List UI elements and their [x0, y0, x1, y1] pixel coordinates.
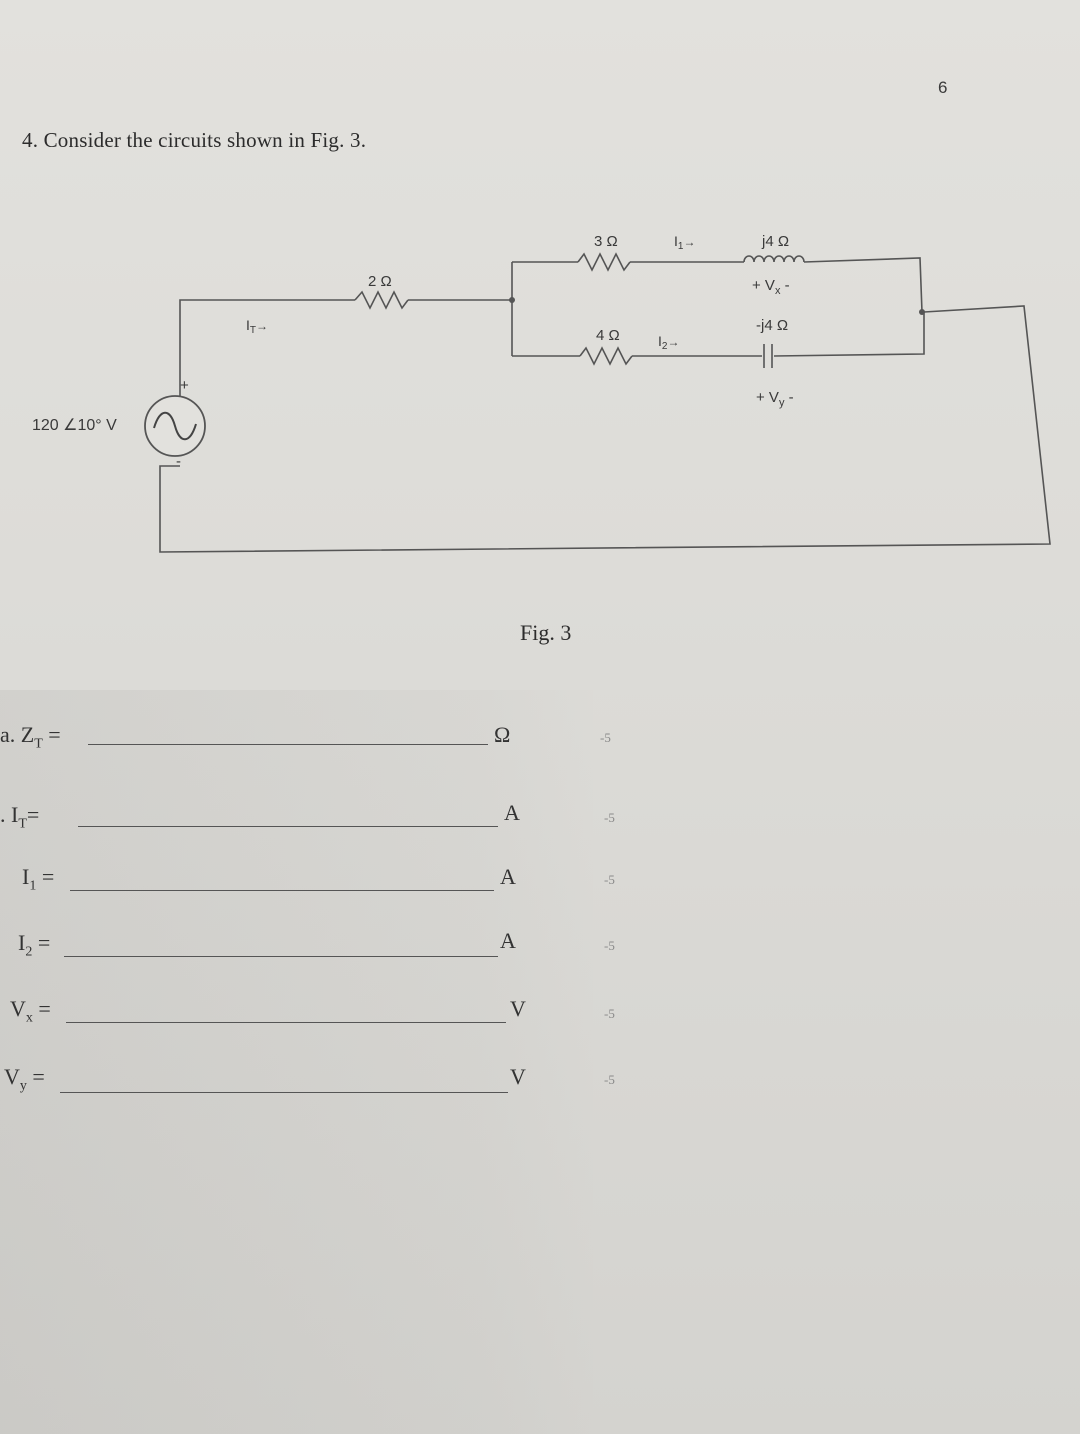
capacitor-label: -j4 Ω [756, 317, 788, 334]
answer-unit: A [504, 800, 520, 825]
answer-label: I2 = [18, 930, 51, 960]
source-label: 120 ∠10° V [32, 417, 117, 434]
circuit-wires [159, 252, 1051, 553]
wire-branch2-right [773, 312, 925, 357]
inductor-label: j4 Ω [761, 233, 789, 250]
answer-unit: A [500, 864, 516, 889]
page-number: 6 [938, 78, 948, 97]
i2-label: I2→ [658, 333, 679, 352]
figure-caption: Fig. 3 [520, 620, 572, 645]
wire-return [159, 305, 1051, 553]
answer-points: -5 [600, 730, 611, 745]
answer-line[interactable] [88, 744, 488, 745]
resistor-4ohm [579, 346, 633, 366]
question-text: 4. Consider the circuits shown in Fig. 3… [22, 128, 367, 152]
answer-unit: V [510, 996, 526, 1021]
node-dot-left [509, 297, 515, 303]
answer-label: Vy = [4, 1064, 45, 1094]
node-dot-right [919, 309, 925, 315]
answer-points: -5 [604, 810, 615, 825]
sine-wave-icon [153, 411, 197, 441]
answer-line[interactable] [64, 956, 498, 957]
answer-unit: A [500, 928, 516, 953]
answer-line[interactable] [66, 1022, 506, 1023]
source-plus: + [180, 377, 189, 394]
wire-branch1-right [803, 257, 923, 313]
answer-unit: V [510, 1064, 526, 1089]
i1-label: I1→ [674, 233, 695, 252]
answer-unit: Ω [494, 722, 511, 747]
resistor-3ohm [577, 252, 631, 272]
inductor-j4 [743, 255, 805, 263]
r4-label: 4 Ω [596, 327, 620, 344]
circuit-diagram: + - 120 ∠10° V IT→ 2 Ω 3 Ω I1→ j4 Ω + Vx… [32, 233, 1051, 553]
answer-label: a. ZT = [0, 722, 61, 752]
answer-label: I1 = [22, 864, 55, 894]
r3-label: 3 Ω [594, 233, 618, 250]
r2-label: 2 Ω [368, 273, 392, 290]
answer-line[interactable] [78, 826, 498, 827]
answer-points: -5 [604, 938, 615, 953]
answer-line[interactable] [70, 890, 494, 891]
wire-source-top [179, 299, 355, 436]
vx-label: + Vx - [752, 277, 790, 297]
answer-points: -5 [604, 1072, 615, 1087]
answer-points: -5 [604, 872, 615, 887]
answer-label: Vx = [10, 996, 51, 1026]
answer-points: -5 [604, 1006, 615, 1021]
answer-line[interactable] [60, 1092, 508, 1093]
resistor-2ohm [354, 290, 409, 310]
answer-label: . IT= [0, 802, 40, 832]
vy-label: + Vy - [756, 389, 794, 409]
source-minus: - [176, 453, 181, 470]
it-label: IT→ [246, 317, 268, 336]
